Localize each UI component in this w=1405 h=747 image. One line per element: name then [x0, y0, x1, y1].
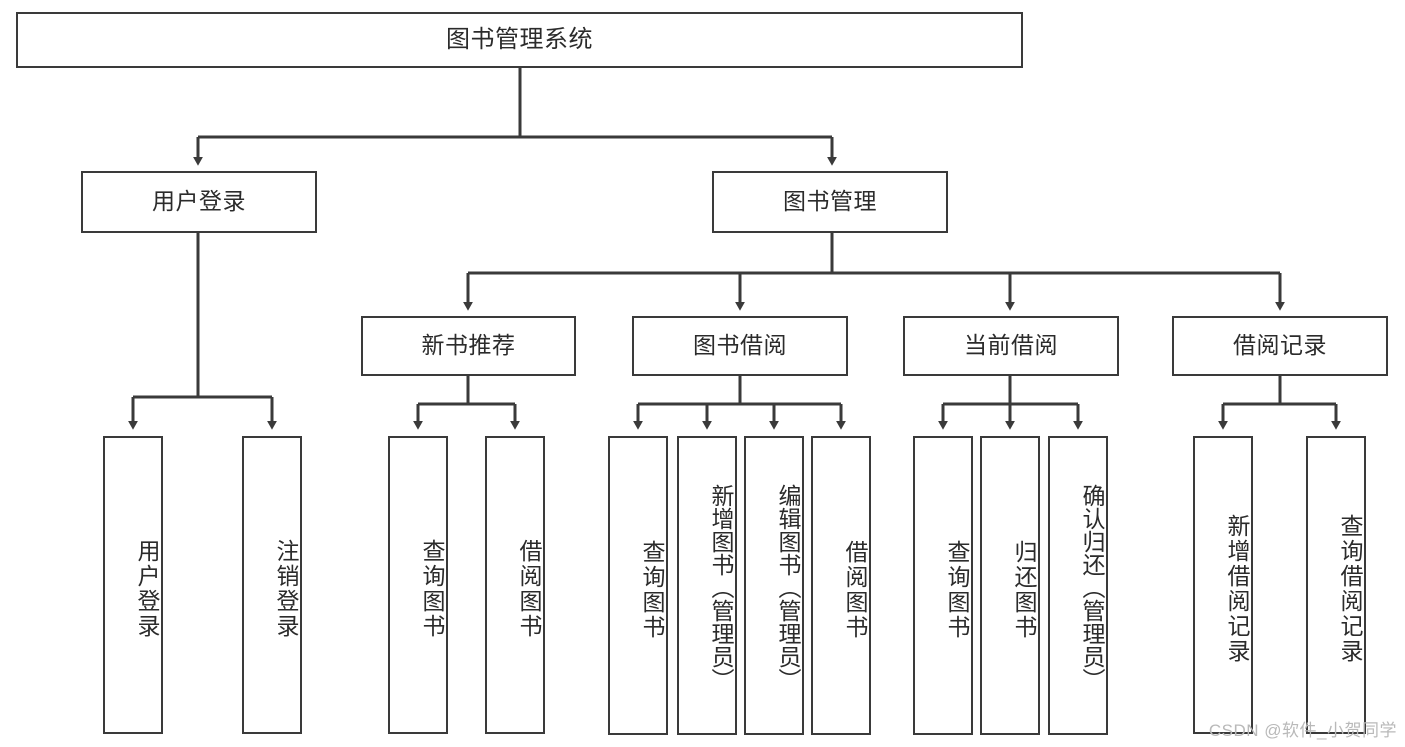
node-root-system[interactable]: 图书管理系统	[16, 12, 1023, 68]
leaf-query-borrow-record[interactable]: 查询借阅记录	[1306, 436, 1366, 734]
leaf-query-book-current[interactable]: 查询图书	[913, 436, 973, 735]
leaf-add-borrow-record[interactable]: 新增借阅记录	[1193, 436, 1253, 734]
leaf-confirm-return-admin[interactable]: 确认归还（管理员）	[1048, 436, 1108, 735]
leaf-borrow-book-recommend[interactable]: 借阅图书	[485, 436, 545, 734]
node-user-login[interactable]: 用户登录	[81, 171, 317, 233]
leaf-return-book[interactable]: 归还图书	[980, 436, 1040, 735]
node-new-book-recommend[interactable]: 新书推荐	[361, 316, 576, 376]
csdn-watermark: CSDN @软件_小贺同学	[1208, 721, 1397, 740]
leaf-edit-book-admin[interactable]: 编辑图书（管理员）	[744, 436, 804, 735]
leaf-borrow-book-borrow[interactable]: 借阅图书	[811, 436, 871, 735]
node-book-manage[interactable]: 图书管理	[712, 171, 948, 233]
leaf-user-login[interactable]: 用户登录	[103, 436, 163, 734]
leaf-query-book-recommend[interactable]: 查询图书	[388, 436, 448, 734]
node-borrow-record[interactable]: 借阅记录	[1172, 316, 1388, 376]
leaf-query-book-borrow[interactable]: 查询图书	[608, 436, 668, 735]
leaf-add-book-admin[interactable]: 新增图书（管理员）	[677, 436, 737, 735]
leaf-logout-login[interactable]: 注销登录	[242, 436, 302, 734]
node-book-borrow[interactable]: 图书借阅	[632, 316, 848, 376]
node-current-borrow[interactable]: 当前借阅	[903, 316, 1119, 376]
